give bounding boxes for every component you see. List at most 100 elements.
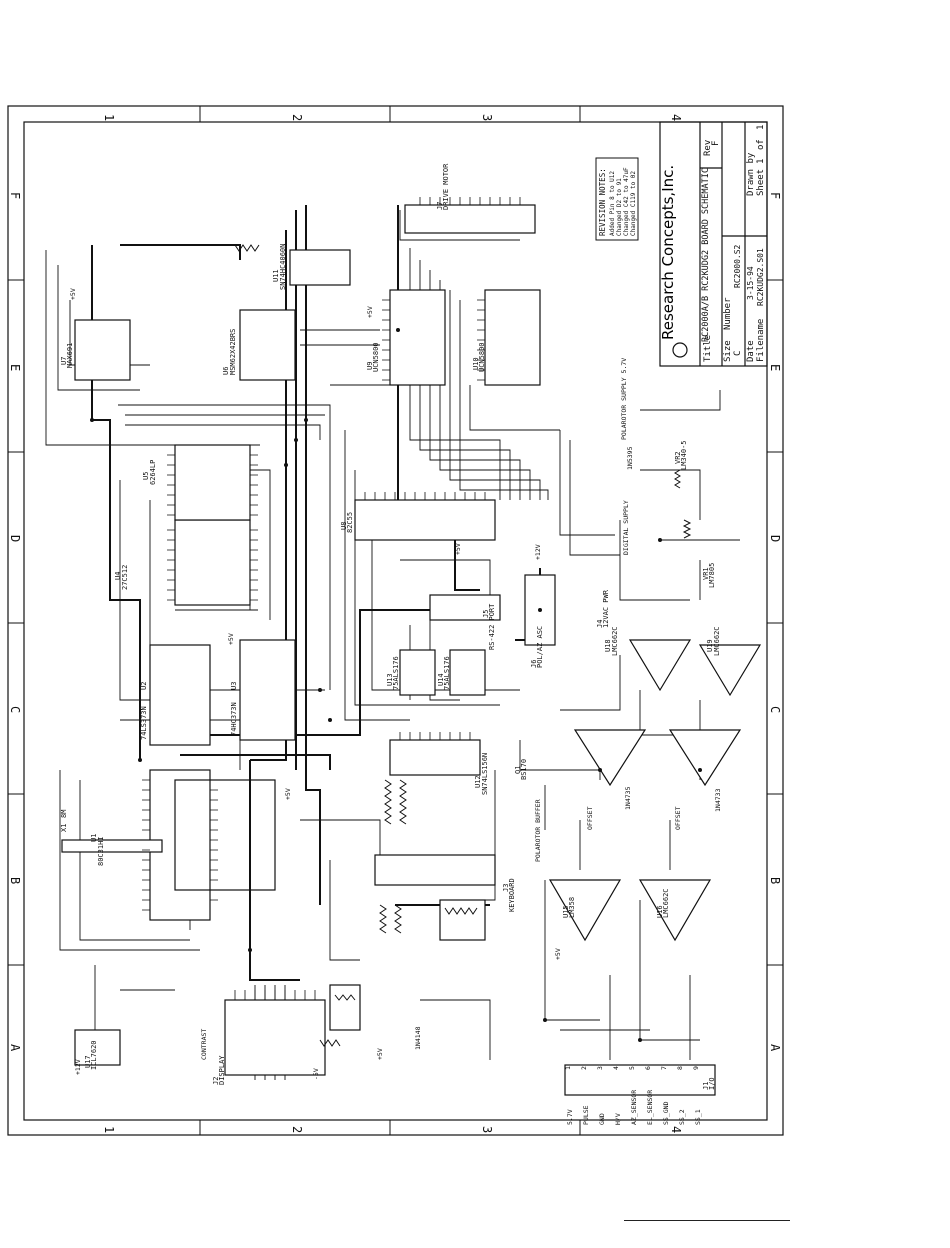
col-label: 2 — [290, 114, 304, 121]
ic-u7 — [74, 319, 131, 381]
row-label: B — [8, 877, 22, 884]
io-pin-num: 7 — [660, 1066, 668, 1070]
col-label: 1 — [102, 114, 116, 121]
io-pin-label: AZ_SENSOR — [630, 1090, 638, 1125]
io-pin-label: PULSE — [582, 1105, 590, 1125]
component-part: 75ALS176 — [443, 656, 451, 690]
component-ref: X1 — [60, 824, 68, 832]
ic-packages — [61, 204, 716, 1096]
io-pin-label: H/V — [614, 1113, 622, 1125]
supply-label: +5V — [554, 948, 562, 960]
date-label: Date — [746, 340, 756, 362]
io-pin-label: 5.7V — [566, 1109, 574, 1125]
footer-rule — [624, 1220, 790, 1221]
io-connector-pins: 1 2 3 4 5 6 7 8 9 5.7V PULSE GND H/V AZ_… — [564, 1066, 702, 1125]
ic-u2 — [149, 644, 211, 746]
component-ref: U19 — [706, 639, 714, 652]
component-part: 82C55 — [346, 512, 354, 533]
diode-label: 1N4148 — [414, 1026, 422, 1050]
size-label: Size — [723, 340, 733, 362]
io-pin-label: SS_GND — [662, 1101, 670, 1125]
component-ref: J2 — [212, 1077, 220, 1085]
supply-label: +5V — [366, 306, 374, 318]
component-ref: U10 — [472, 357, 480, 370]
component-ref: U14 — [437, 673, 445, 686]
title-label: Title — [703, 335, 713, 362]
component-part: KEYBOARD — [508, 878, 516, 912]
component-ref: U9 — [366, 362, 374, 370]
schematic-title: RC2000A/B RC2KUDG2 BOARD SCHEMATIC — [701, 168, 711, 342]
component-ref: J6 — [530, 660, 538, 668]
component-ref: U5 — [142, 472, 150, 480]
component-part: LM7805 — [708, 563, 716, 588]
component-part: MAX691 — [66, 343, 74, 368]
opamp-u19a — [668, 729, 742, 787]
ic-u8 — [354, 499, 496, 541]
component-part: 12VAC PWR — [602, 589, 610, 628]
component-ref: U11 — [272, 269, 280, 282]
sheet-border — [7, 105, 784, 1136]
component-part: 74HC373N — [230, 702, 238, 736]
company-name: Research Concepts,Inc. — [659, 165, 677, 340]
number-value: RC2000.S2 — [733, 244, 742, 288]
conn-j5 — [429, 594, 501, 621]
component-ref: J7 — [436, 202, 444, 210]
io-pin-num: 9 — [692, 1066, 700, 1070]
polarotor-supply-label: POLAROTOR SUPPLY 5.7V — [620, 358, 628, 440]
component-ref: U12 — [474, 775, 482, 788]
io-pin-label: EL_SENSOR — [646, 1090, 654, 1125]
component-ref: VR1 — [702, 567, 710, 580]
io-pin-num: 3 — [596, 1066, 604, 1070]
component-ref: U18 — [604, 639, 612, 652]
conn-j1 — [564, 1064, 716, 1096]
component-ref: Q1 — [514, 766, 522, 774]
component-ref: J4 — [596, 620, 604, 628]
component-part: 80C31HI — [97, 836, 105, 866]
rev-label: Rev — [703, 140, 713, 156]
conn-j3 — [374, 854, 496, 886]
opamp-u19b — [698, 644, 762, 697]
filename-value: RC2KUDG2.S01 — [756, 248, 765, 306]
polarotor-buffer-label: POLAROTOR BUFFER — [534, 799, 542, 862]
io-pin-label: GND — [598, 1113, 606, 1125]
offset-label: OFFSET — [586, 806, 594, 830]
component-labels: U1 80C31HI U2 74LS373N U3 74HC373N U4 27… — [60, 163, 721, 1090]
row-label: D — [8, 535, 22, 542]
row-label: F — [768, 192, 782, 199]
diode-label: 1N4735 — [624, 786, 632, 810]
io-pin-num: 1 — [564, 1066, 572, 1070]
component-ref: U17 — [84, 1055, 92, 1068]
col-label: 4 — [669, 1126, 683, 1133]
component-ref: J3 — [502, 884, 510, 892]
diode-label: 1N5395 — [626, 446, 634, 470]
component-part: LMC662C — [611, 626, 619, 656]
revision-note: Changed C42 to 47uF — [623, 167, 630, 236]
op-amps — [548, 639, 762, 942]
number-label: Number — [723, 297, 733, 330]
junction-dots — [90, 328, 702, 1042]
component-ref: J1 — [702, 1082, 710, 1090]
row-label: D — [768, 535, 782, 542]
component-ref: U15 — [562, 905, 570, 918]
ic-u14 — [449, 649, 486, 696]
component-part: SN74LS156N — [481, 753, 489, 795]
net-labels: +5V +5V +5V +5V +5V +5V +5V -5V +12V +12… — [69, 288, 722, 1080]
ic-u6 — [239, 309, 296, 381]
io-pin-num: 6 — [644, 1066, 652, 1070]
revision-note: Changed C119 to 02 — [630, 171, 637, 236]
component-part: ICL7620 — [90, 1040, 98, 1070]
ic-u12 — [389, 739, 481, 776]
border-zone-labels: 1 2 3 4 1 2 3 4 F E D C B A F E D C B A — [8, 114, 782, 1133]
row-label: A — [8, 1044, 22, 1052]
ic-u3 — [239, 639, 296, 741]
crystal-x1 — [61, 839, 163, 853]
io-pin-num: 2 — [580, 1066, 588, 1070]
row-label: E — [768, 364, 782, 371]
ic-u9 — [389, 289, 446, 386]
component-ref: VR2 — [674, 451, 682, 464]
col-label: 3 — [480, 1126, 494, 1133]
filename-label: Filename — [756, 319, 766, 362]
ic-u11 — [289, 249, 351, 286]
component-ref: U4 — [114, 572, 122, 580]
diode-label: 1N4733 — [714, 788, 722, 812]
